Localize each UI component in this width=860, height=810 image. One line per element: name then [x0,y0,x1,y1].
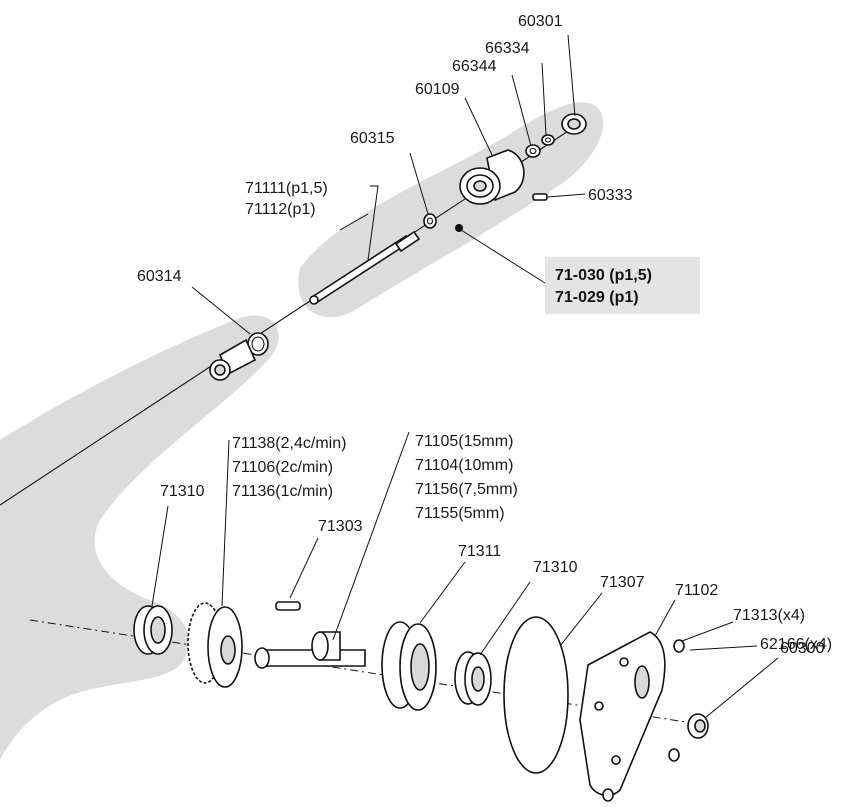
leader-60314 [191,286,251,335]
shade-lower-arm [0,315,279,760]
leader-71310a [151,505,169,607]
washer-66334 [541,134,555,146]
leader-60301 [567,34,576,117]
leader-71310b [479,581,531,656]
bearing-71310-right [454,651,492,706]
label-71111: 71111(p1,5) [245,180,328,197]
label-62166: 62166(x4) [760,636,832,653]
label-60301: 60301 [518,13,563,30]
label-66344: 66344 [452,58,497,75]
label-66334: 66334 [485,40,530,57]
label-71106: 71106(2c/min) [232,459,333,476]
label-71310b: 71310 [533,559,578,576]
key-71303 [275,601,301,611]
label-60333: 60333 [588,187,633,204]
leader-71138 [221,439,230,607]
leader-71311 [419,561,466,624]
label-71155: 71155(5mm) [415,505,505,522]
bearing-71310-left [133,605,173,655]
label-71105: 71105(15mm) [415,433,513,450]
label-assembly-71030: 71-030 (p1,5) [555,267,652,284]
cap-60301 [561,113,587,135]
label-71303: 71303 [318,518,363,535]
washer-66344 [525,144,541,158]
label-71138: 71138(2,4c/min) [232,435,346,452]
leader-62166 [689,645,758,651]
pin-60333 [532,193,548,201]
leader-assembly [460,229,546,284]
label-71307: 71307 [600,574,645,591]
leader-66334 [541,62,547,136]
leader-71102 [654,599,676,637]
leader-60333 [547,193,586,198]
ring-60315 [423,213,437,229]
cover-71102 [579,631,666,797]
shaft-coupling [209,338,257,381]
leader-60109 [464,97,493,156]
leader-71307 [559,592,603,647]
leader-71313 [681,621,734,642]
label-71313: 71313(x4) [733,607,805,624]
label-71104: 71104(10mm) [415,457,513,474]
label-60109: 60109 [415,81,460,98]
gear-71138 [187,602,243,688]
label-71156: 71156(7,5mm) [415,481,518,498]
label-60315: 60315 [350,130,395,147]
assembly-callout-box [545,257,700,314]
hub-60109 [459,149,525,205]
label-71136: 71136(1c/min) [232,483,333,500]
label-71311: 71311 [458,543,501,560]
leader-71105 [332,431,410,641]
bearing-71311 [381,621,437,711]
label-60300: 60300 [780,640,825,657]
screws-62166 [602,639,685,802]
label-71102: 71102 [675,582,718,599]
leader-71303 [289,537,319,599]
shaft-71105 [254,631,366,669]
leader-60315 [409,152,429,215]
leader-66344 [511,74,532,147]
oring-71307 [503,616,569,774]
leader-71111 [339,185,379,261]
label-60314: 60314 [137,268,182,285]
shaft-71111 [309,230,421,305]
label-71310a: 71310 [160,483,205,500]
cap-60300 [687,713,709,739]
label-71112: 71112(p1) [245,201,316,218]
label-assembly-71029: 71-029 (p1) [555,289,639,306]
leader-60300 [704,657,779,719]
